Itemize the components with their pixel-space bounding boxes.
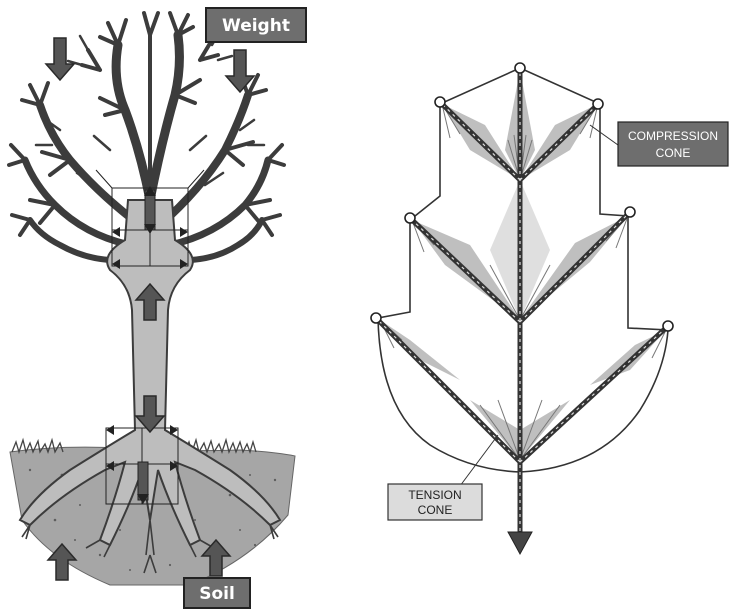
compression-label-line2: CONE (656, 146, 691, 160)
soil-label-text: Soil (199, 584, 235, 604)
weight-label: Weight (206, 8, 306, 42)
leaf-panel: COMPRESSION CONE TENSION CONE (371, 63, 728, 554)
compression-cone-label: COMPRESSION CONE (618, 122, 728, 166)
weight-arrow-left (46, 38, 74, 80)
weight-label-text: Weight (222, 16, 290, 36)
stem-arrowhead (508, 532, 532, 554)
tension-label-line2: CONE (418, 503, 453, 517)
tension-label-line1: TENSION (408, 488, 461, 502)
soil-label: Soil (184, 578, 250, 608)
tree-panel: Weight Soil (9, 8, 306, 608)
tension-cone-label: TENSION CONE (388, 484, 482, 520)
compression-label-line1: COMPRESSION (628, 129, 718, 143)
